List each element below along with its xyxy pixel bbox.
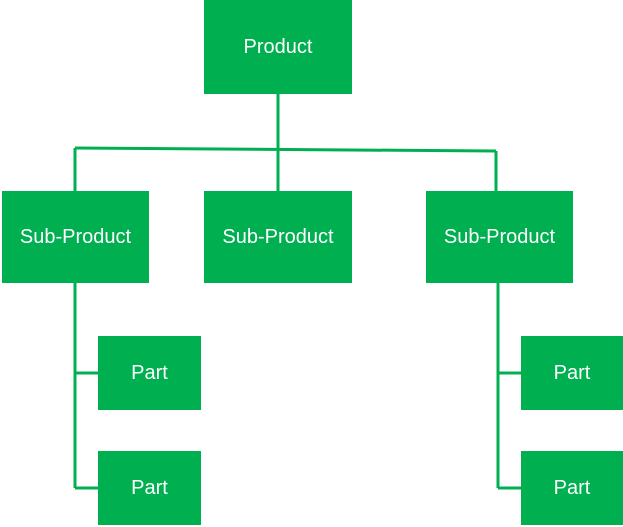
- node-label: Part: [131, 476, 168, 499]
- connector-bus: [74, 146, 497, 153]
- node-part: Part: [98, 451, 201, 525]
- node-sub-product: Sub-Product: [2, 191, 149, 283]
- node-sub-product: Sub-Product: [204, 191, 352, 283]
- node-label: Sub-Product: [222, 225, 334, 248]
- node-part: Part: [521, 451, 623, 525]
- node-label: Part: [131, 361, 168, 384]
- node-label: Part: [553, 476, 591, 499]
- node-part: Part: [98, 336, 201, 410]
- node-part: Part: [521, 336, 623, 410]
- node-sub-product: Sub-Product: [426, 191, 573, 283]
- node-label: Part: [553, 361, 591, 384]
- node-label: Product: [243, 35, 313, 58]
- node-label: Sub-Product: [19, 225, 132, 248]
- node-product: Product: [204, 0, 352, 94]
- node-label: Sub-Product: [443, 225, 556, 248]
